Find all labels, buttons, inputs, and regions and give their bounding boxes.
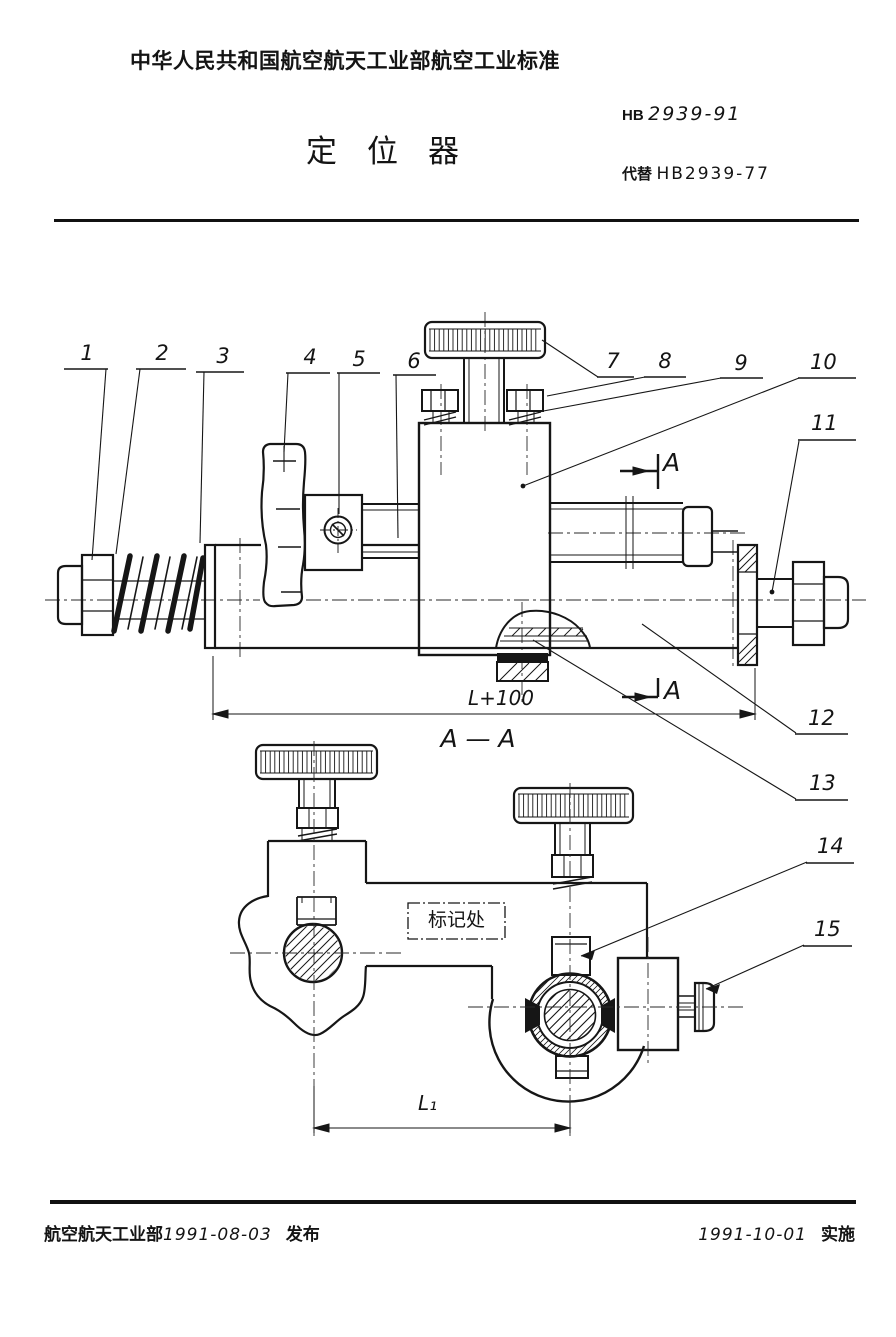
footer-implementation-line: 1991-10-01 实施 bbox=[698, 1220, 855, 1245]
dimensions bbox=[211, 454, 757, 1133]
callout-label-6: 6 bbox=[407, 349, 421, 373]
footer-rule bbox=[50, 1200, 856, 1204]
standard-code: HB 2939-91 bbox=[622, 103, 742, 125]
page-title: 定位器 bbox=[306, 134, 489, 169]
callout-leaders bbox=[64, 339, 856, 994]
callout-label-1: 1 bbox=[80, 341, 94, 365]
section-cut-letter-top: A bbox=[663, 448, 681, 477]
dimension-overall-length: L+100 bbox=[467, 686, 535, 710]
section-center-lines bbox=[230, 741, 744, 1136]
callout-label-8: 8 bbox=[658, 349, 672, 373]
callout-label-12: 12 bbox=[808, 706, 835, 730]
standard-org-line: 中华人民共和国航空航天工业部航空工业标准 bbox=[130, 50, 560, 73]
header-rule bbox=[54, 219, 859, 222]
supersedes-code: HB2939-77 bbox=[656, 164, 770, 184]
callout-label-2: 2 bbox=[155, 341, 169, 365]
section-view-title: A — A bbox=[440, 724, 516, 753]
section-cut-letter-bottom: A bbox=[664, 676, 682, 705]
callout-label-4: 4 bbox=[303, 345, 317, 369]
footer-impl-verb: 实施 bbox=[821, 1225, 855, 1244]
supersedes-label: 代替 bbox=[622, 166, 653, 183]
callout-label-7: 7 bbox=[606, 349, 620, 373]
footer-issue-date: 1991-08-03 bbox=[163, 1225, 272, 1245]
callout-label-10: 10 bbox=[810, 350, 837, 374]
footer-issue-line: 航空航天工业部1991-08-03 发布 bbox=[44, 1220, 320, 1245]
callout-label-11: 11 bbox=[811, 411, 838, 435]
callout-label-15: 15 bbox=[814, 917, 841, 941]
main-view bbox=[56, 320, 850, 682]
dimension-l1: L₁ bbox=[418, 1091, 438, 1115]
callout-label-9: 9 bbox=[734, 351, 748, 375]
footer-issuing-org: 航空航天工业部 bbox=[44, 1225, 163, 1244]
footer-issue-verb: 发布 bbox=[285, 1225, 320, 1244]
supersedes-line: 代替 HB2939-77 bbox=[622, 163, 770, 184]
callout-label-5: 5 bbox=[352, 347, 366, 371]
marking-location-label: 标记处 bbox=[427, 910, 485, 931]
callout-label-3: 3 bbox=[216, 344, 230, 368]
footer-impl-date: 1991-10-01 bbox=[698, 1225, 807, 1245]
callout-label-14: 14 bbox=[817, 834, 844, 858]
standard-code-prefix: HB bbox=[622, 107, 644, 124]
callout-label-13: 13 bbox=[809, 771, 836, 795]
standard-code-number: 2939-91 bbox=[648, 103, 742, 125]
